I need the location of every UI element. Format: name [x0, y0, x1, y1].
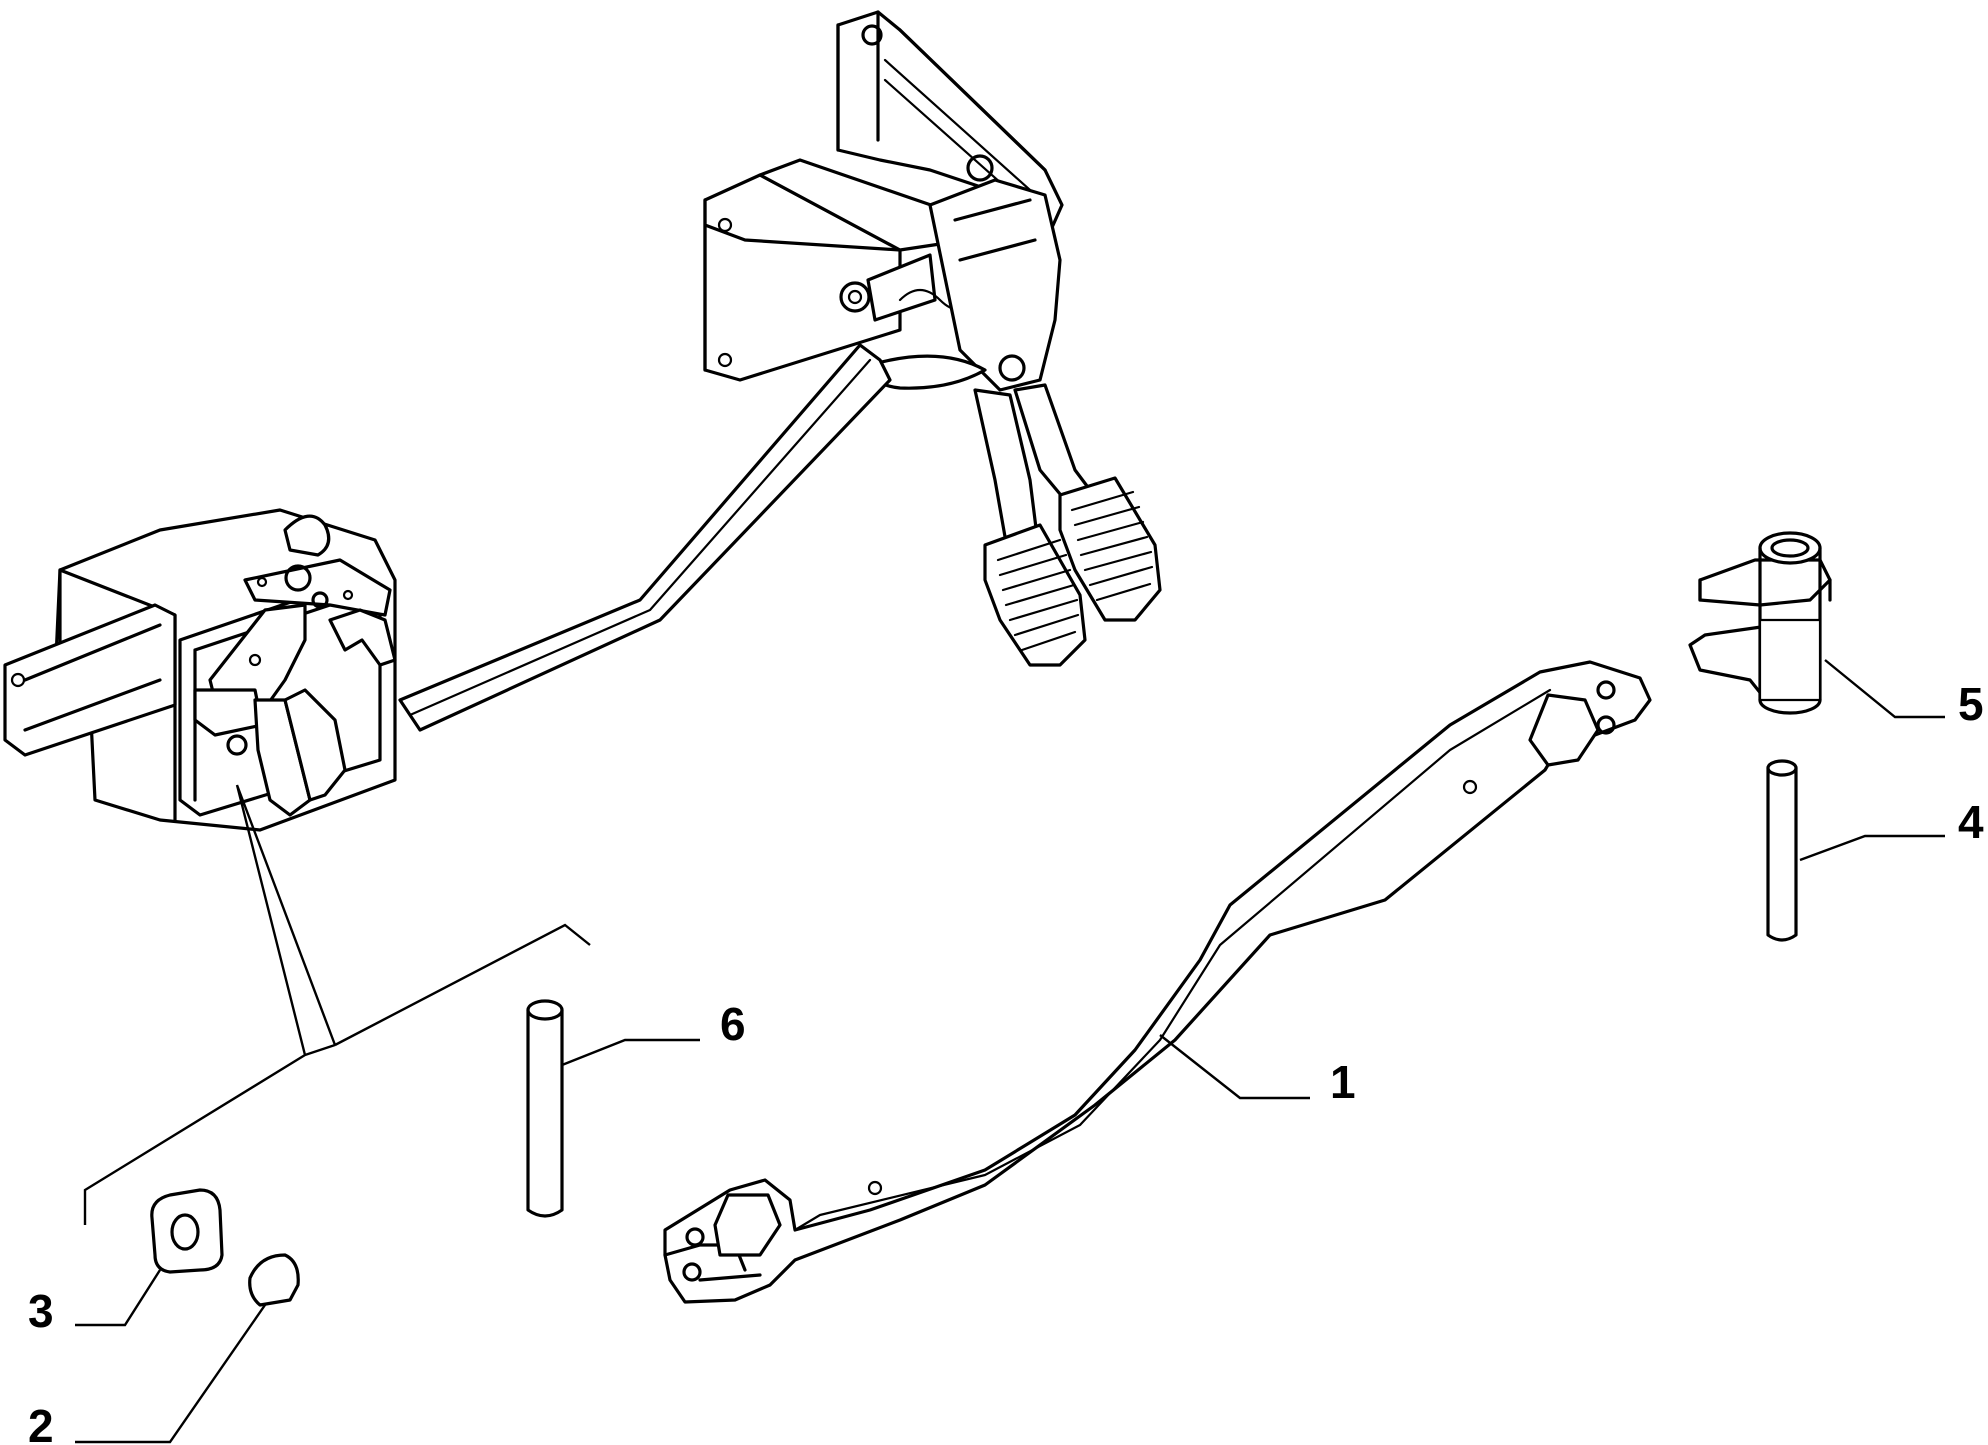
- part-4-pin: [1766, 759, 1798, 942]
- part-3-spacer: [150, 1188, 224, 1274]
- part-1-arm: [663, 660, 1652, 1304]
- callout-3: 3: [28, 1285, 54, 1337]
- leader-lines: [75, 659, 1945, 1444]
- part-2-cap: [248, 1253, 300, 1307]
- callout-5: 5: [1958, 678, 1984, 730]
- callout-4: 4: [1958, 796, 1984, 848]
- callout-2: 2: [28, 1400, 54, 1445]
- callout-1: 1: [1330, 1056, 1356, 1108]
- part-5-pivot-bracket: [1688, 531, 1832, 715]
- callout-6: 6: [720, 998, 746, 1050]
- detail-frame: [83, 784, 591, 1225]
- cross-beam: [398, 343, 892, 732]
- column-support-bracket: [3, 508, 397, 832]
- callout-labels: 1 2 3 4 5 6: [28, 678, 1984, 1445]
- pedal-bracket-assembly: [703, 10, 1162, 667]
- part-6-pin: [526, 999, 564, 1218]
